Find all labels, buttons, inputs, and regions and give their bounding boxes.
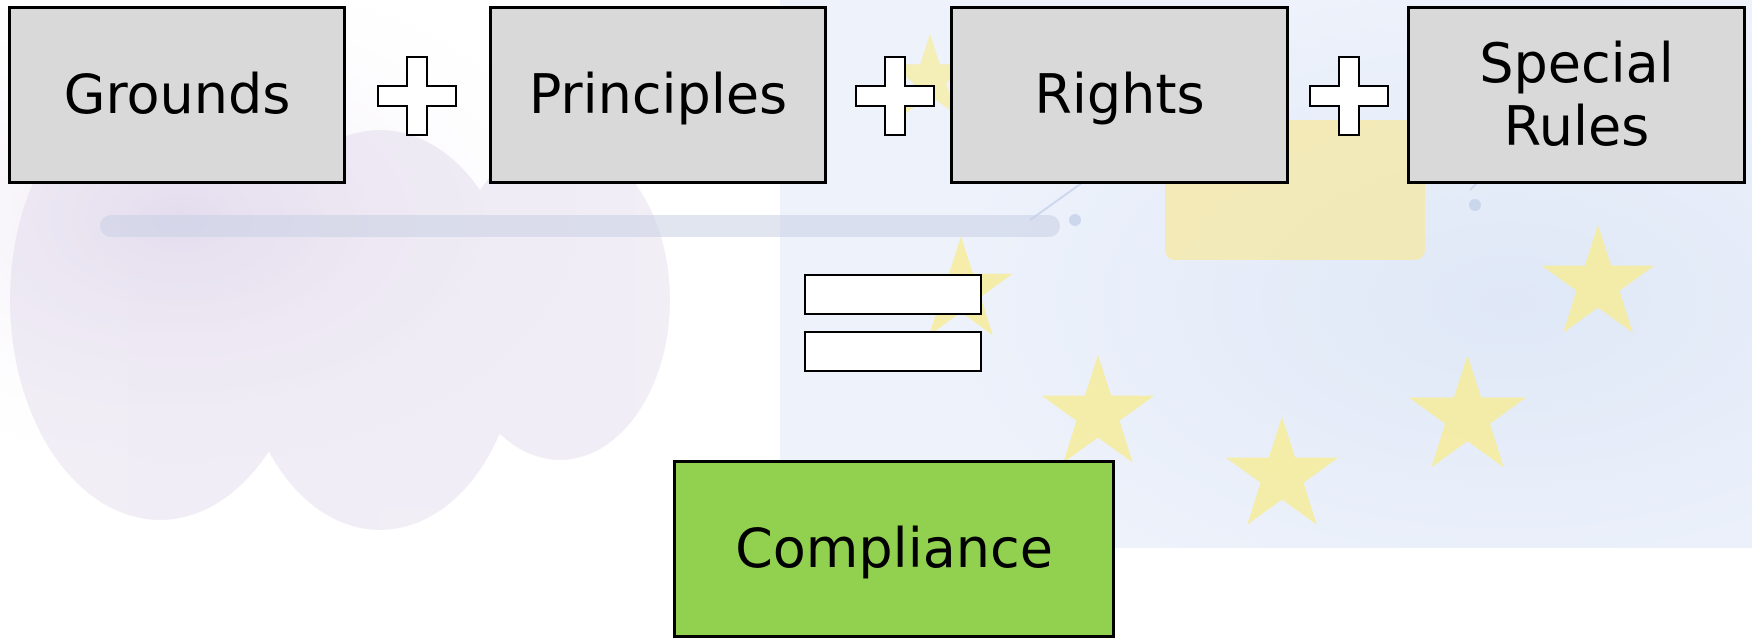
plus-icon	[1309, 56, 1389, 136]
compliance-box: Compliance	[673, 460, 1115, 638]
grounds-box: Grounds	[8, 6, 346, 184]
plus-icon	[377, 56, 457, 136]
grounds-label: Grounds	[63, 63, 291, 127]
rights-box: Rights	[950, 6, 1289, 184]
star-icon	[1408, 355, 1527, 468]
plus-icon	[855, 56, 935, 136]
special-rules-label: Special Rules	[1479, 31, 1674, 158]
star-icon	[887, 33, 973, 115]
star-icon	[1225, 416, 1339, 525]
equals-icon	[804, 274, 982, 372]
compliance-label: Compliance	[735, 517, 1053, 581]
special-rules-box: Special Rules	[1407, 6, 1746, 184]
equals-top-bar	[804, 274, 982, 315]
principles-box: Principles	[489, 6, 827, 184]
equals-bottom-bar	[804, 331, 982, 372]
principles-label: Principles	[528, 63, 788, 127]
star-icon	[1541, 224, 1655, 333]
rights-label: Rights	[1034, 63, 1205, 127]
star-icon	[1041, 354, 1155, 463]
